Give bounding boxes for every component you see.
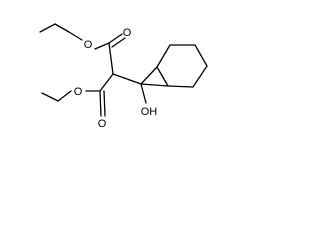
bond-ethyl-top-ch2	[54, 23, 70, 33]
bond-ch-ring-3	[194, 44, 208, 67]
bond-cp-apex-lower	[140, 83, 169, 87]
atom-label-o-carbonyl-top: O	[123, 27, 132, 39]
atom-label-o-ether-bottom: O	[74, 86, 83, 98]
bond-carbonyl-bottom-double-a	[99, 90, 102, 117]
bond-ethyl-bottom	[41, 92, 59, 102]
bond-c-oh	[140, 83, 147, 104]
atom-label-hydroxyl: OH	[141, 106, 158, 118]
bond-ch-ring-1	[156, 44, 171, 68]
bond-carbonyl-top-double-b	[111, 37, 126, 48]
bond-ch-to-ring	[112, 73, 142, 85]
atom-label-o-ether-top: O	[84, 39, 93, 51]
bond-ch-ring-5	[167, 85, 194, 88]
bond-ch-to-carbonyl-bottom	[99, 73, 114, 92]
bond-o-carbonyl-top	[94, 42, 110, 50]
bond-o-ch2-bottom	[57, 90, 72, 102]
bond-ch2-o-top	[68, 31, 83, 41]
bond-carbonyl-top-double-a	[108, 33, 123, 44]
bond-ethyl-top-ch3	[39, 23, 56, 33]
bond-carbonyl-top-to-ch	[108, 42, 114, 75]
atom-label-o-carbonyl-bottom: O	[98, 118, 107, 130]
bond-cp-apex-upper	[140, 66, 158, 85]
bond-cp-fusion	[156, 66, 169, 87]
bond-carbonyl-bottom-double-b	[103, 90, 106, 117]
bond-ch-ring-4	[192, 65, 208, 88]
chemical-structure: O O O O OH	[39, 23, 208, 130]
